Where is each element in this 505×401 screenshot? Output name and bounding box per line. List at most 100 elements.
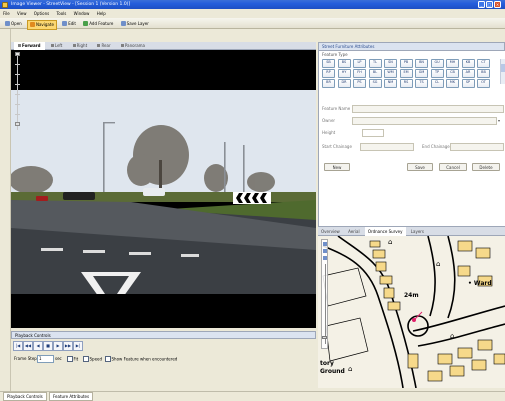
feature-key-button[interactable]: HY (337, 69, 351, 78)
cancel-button[interactable]: Cancel (439, 163, 467, 171)
tab-rear[interactable]: Rear (93, 42, 114, 50)
feature-key-button[interactable]: BR (322, 79, 335, 88)
feature-key-button[interactable]: RS (399, 79, 413, 88)
scrollbar-thumb[interactable] (501, 64, 505, 72)
tab-aerial[interactable]: Aerial (348, 229, 360, 234)
feature-key-button[interactable]: SN (384, 59, 397, 68)
feature-key-button[interactable]: CT (477, 59, 490, 68)
menu-tools[interactable]: Tools (56, 11, 67, 16)
feature-key-button[interactable]: SB (322, 59, 335, 68)
stop-button[interactable]: ■ (43, 341, 53, 351)
feature-key-button[interactable]: CL (430, 79, 444, 88)
first-frame-button[interactable]: |◀ (13, 341, 23, 351)
feature-name-input[interactable] (352, 105, 504, 113)
feature-key-button[interactable]: FH (353, 69, 366, 78)
show-feature-option[interactable]: Show Feature when encountered (105, 356, 177, 362)
feature-key-button[interactable]: TP (430, 69, 444, 78)
tab-overview[interactable]: Overview (321, 229, 340, 234)
feature-key-button[interactable]: MH (446, 59, 459, 68)
svg-text:⌂: ⌂ (436, 260, 440, 268)
feature-key-button[interactable]: DR (337, 79, 351, 88)
step-back-button[interactable]: ◀ (33, 341, 43, 351)
feature-key-button[interactable]: LP (353, 59, 366, 68)
feature-key-button[interactable]: WM (384, 69, 397, 78)
feature-key-button[interactable]: CB (446, 69, 459, 78)
feature-key-button[interactable]: SG (368, 79, 382, 88)
feature-key-button[interactable]: PB (399, 59, 413, 68)
close-button[interactable]: × (494, 1, 501, 8)
save-button[interactable]: Save (407, 163, 433, 171)
key-grid-scrollbar[interactable] (500, 59, 505, 84)
feature-key-button[interactable]: PS (353, 79, 366, 88)
zoom-thumb[interactable] (15, 122, 20, 126)
menu-file[interactable]: File (3, 11, 10, 16)
pan-icon[interactable] (323, 242, 327, 246)
tab-layers[interactable]: Layers (410, 229, 425, 234)
toolbar-open-button[interactable]: Open (3, 20, 24, 28)
toolbar-navigate-button[interactable]: Navigate (26, 19, 57, 30)
fast-forward-button[interactable]: ▶▶ (63, 341, 73, 351)
toolbar-save-layer-button[interactable]: Save Layer (119, 20, 151, 28)
tab-right[interactable]: Right (69, 42, 92, 50)
zoom-in-button[interactable] (15, 52, 20, 56)
rewind-button[interactable]: ◀◀ (23, 341, 33, 351)
new-button[interactable]: New (324, 163, 350, 171)
toolbar-add-feature-button[interactable]: Add Feature (81, 20, 115, 28)
feature-key-button[interactable]: KB (461, 59, 475, 68)
feature-key-button[interactable]: NM (384, 79, 397, 88)
menu-view[interactable]: View (16, 11, 27, 16)
feature-key-button[interactable]: EM (399, 69, 413, 78)
last-frame-button[interactable]: ▶| (73, 341, 83, 351)
map-zoom-thumb[interactable] (322, 336, 327, 339)
street-view-image[interactable] (11, 50, 316, 328)
zoom-slider[interactable] (15, 52, 20, 130)
status-tab-playback[interactable]: Playback Controls (3, 392, 47, 401)
minimize-button[interactable]: _ (478, 1, 485, 8)
zoom-in-icon[interactable] (323, 249, 327, 253)
speed-checkbox[interactable] (83, 356, 89, 362)
tab-ordnance-survey[interactable]: Ordnance Survey (364, 227, 406, 236)
feature-key-button[interactable]: BN (415, 59, 428, 68)
start-chainage-input[interactable] (360, 143, 414, 151)
delete-button[interactable]: Delete (472, 163, 500, 171)
feature-key-button[interactable]: RP (322, 69, 335, 78)
map-view[interactable]: ⌂ ⌂ ⌂ ⌂ 24m • Ward tory Ground (318, 236, 505, 388)
end-chainage-input[interactable] (450, 143, 504, 151)
fit-checkbox[interactable] (67, 356, 73, 362)
feature-key-button[interactable]: TS (415, 79, 428, 88)
feature-key-button[interactable]: GU (430, 59, 444, 68)
menu-window[interactable]: Window (73, 11, 90, 16)
zoom-out-icon[interactable] (323, 256, 327, 260)
tab-panorama[interactable]: Panorama (117, 42, 149, 50)
map-tool-strip[interactable] (321, 239, 328, 349)
tab-left[interactable]: Left (47, 42, 67, 50)
feature-key-button[interactable]: GM (415, 69, 428, 78)
navigate-icon (29, 21, 35, 27)
menu-options[interactable]: Options (33, 11, 50, 16)
chevron-down-icon[interactable]: ▾ (498, 118, 501, 123)
feature-key-button[interactable]: OT (477, 79, 490, 88)
feature-key-button[interactable]: BB (477, 69, 490, 78)
feature-key-button[interactable]: AR (461, 69, 475, 78)
feature-key-button[interactable]: BL (368, 69, 382, 78)
play-button[interactable]: ▶ (53, 341, 63, 351)
feature-key-button[interactable]: SP (461, 79, 475, 88)
playback-controls-header: Playback Controls (11, 331, 316, 339)
height-input[interactable] (362, 129, 384, 137)
fit-option[interactable]: Fit (67, 356, 78, 362)
toolbar-edit-button[interactable]: Edit (60, 20, 78, 28)
title-bar[interactable]: Image Viewer - StreetView - [Session 1 (… (0, 0, 505, 9)
owner-select[interactable] (352, 117, 497, 125)
feature-key-button[interactable]: MK (446, 79, 459, 88)
speed-option[interactable]: Speed (83, 356, 102, 362)
tab-forward[interactable]: Forward (14, 42, 45, 50)
menu-help[interactable]: Help (96, 11, 106, 16)
feature-key-button[interactable]: BS (337, 59, 351, 68)
feature-name-label: Feature Name (322, 106, 351, 111)
feature-key-button[interactable]: TL (368, 59, 382, 68)
maximize-button[interactable]: □ (486, 1, 493, 8)
frame-step-input[interactable]: 1 (37, 355, 54, 363)
status-tab-attributes[interactable]: Feature Attributes (48, 392, 94, 401)
show-feature-checkbox[interactable] (105, 356, 111, 362)
